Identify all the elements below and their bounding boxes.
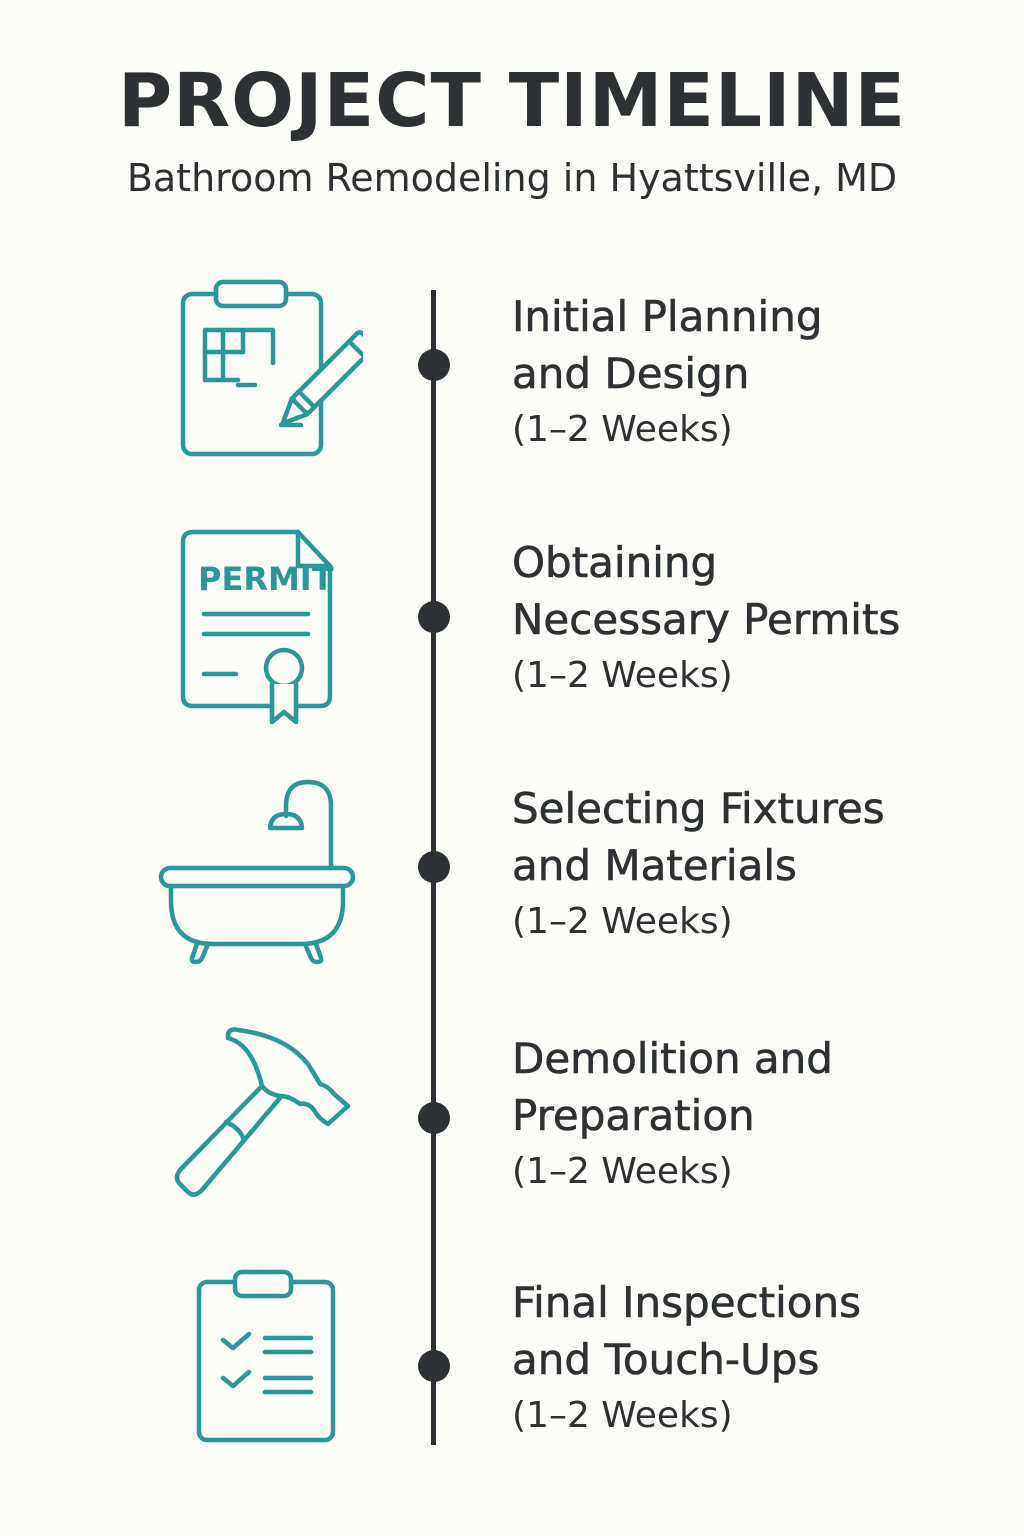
step-title-line2: Preparation bbox=[512, 1091, 755, 1141]
step-text: Selecting Fixtures and Materials (1–2 We… bbox=[512, 780, 885, 950]
hammer-icon bbox=[168, 1024, 358, 1209]
step-title-line2: and Design bbox=[512, 349, 750, 399]
timeline-node bbox=[418, 851, 450, 883]
step-duration: (1–2 Weeks) bbox=[512, 1151, 733, 1192]
timeline-node bbox=[418, 1350, 450, 1382]
svg-text:PERMIT: PERMIT bbox=[198, 560, 334, 598]
step-title-line1: Obtaining bbox=[512, 538, 718, 588]
page-title: PROJECT TIMELINE bbox=[117, 58, 907, 144]
permit-document-icon: PERMIT bbox=[180, 526, 335, 726]
step-title-line2: Necessary Permits bbox=[512, 595, 901, 645]
step-text: Demolition and Preparation (1–2 Weeks) bbox=[512, 1030, 834, 1200]
step-title-line2: and Materials bbox=[512, 841, 797, 891]
step-title-line2: and Touch-Ups bbox=[512, 1335, 820, 1385]
step-text: Final Inspections and Touch-Ups (1–2 Wee… bbox=[512, 1274, 862, 1444]
step-text: Initial Planning and Design (1–2 Weeks) bbox=[512, 288, 823, 458]
timeline-node bbox=[418, 1102, 450, 1134]
step-text: Obtaining Necessary Permits (1–2 Weeks) bbox=[512, 534, 901, 704]
timeline-step-permits: PERMIT Obtaining Necessary Permits (1–2 … bbox=[0, 520, 1024, 725]
step-title-line1: Initial Planning bbox=[512, 292, 823, 342]
clipboard-blueprint-pencil-icon bbox=[178, 278, 363, 463]
step-title-line1: Demolition and bbox=[512, 1034, 834, 1084]
page-subtitle: Bathroom Remodeling in Hyattsville, MD bbox=[126, 156, 898, 200]
timeline-step-inspections: Final Inspections and Touch-Ups (1–2 Wee… bbox=[0, 1268, 1024, 1470]
step-duration: (1–2 Weeks) bbox=[512, 1395, 733, 1436]
step-duration: (1–2 Weeks) bbox=[512, 901, 733, 942]
timeline-step-fixtures: Selecting Fixtures and Materials (1–2 We… bbox=[0, 770, 1024, 970]
step-title-line1: Final Inspections bbox=[512, 1278, 862, 1328]
step-title-line1: Selecting Fixtures bbox=[512, 784, 885, 834]
step-duration: (1–2 Weeks) bbox=[512, 655, 733, 696]
timeline-step-planning: Initial Planning and Design (1–2 Weeks) bbox=[0, 270, 1024, 470]
timeline-step-demolition: Demolition and Preparation (1–2 Weeks) bbox=[0, 1020, 1024, 1220]
step-duration: (1–2 Weeks) bbox=[512, 409, 733, 450]
timeline-node bbox=[418, 601, 450, 633]
timeline-node bbox=[418, 349, 450, 381]
checklist-clipboard-icon bbox=[195, 1268, 340, 1448]
bathtub-shower-icon bbox=[155, 776, 360, 966]
